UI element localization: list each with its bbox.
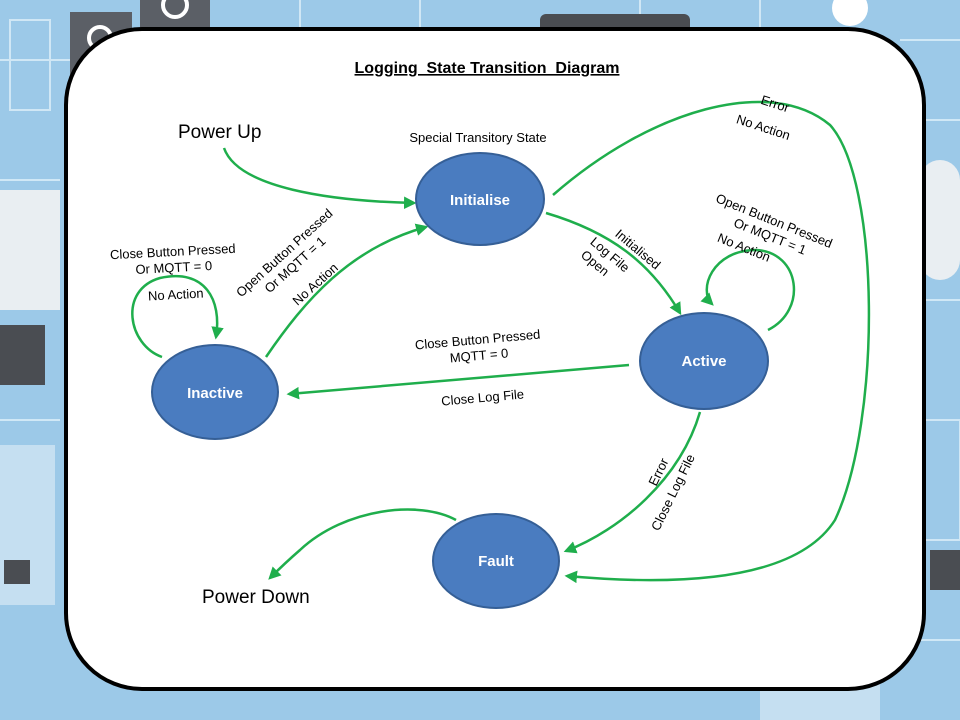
transition-label: Close Log File	[441, 386, 525, 408]
state-initialise: Initialise	[415, 152, 545, 246]
diagram-title: Logging State Transition Diagram	[355, 60, 620, 77]
state-fault-label: Fault	[478, 553, 514, 570]
state-inactive: Inactive	[151, 344, 279, 440]
transition-label: No Action	[148, 286, 204, 304]
state-active: Active	[639, 312, 769, 410]
state-fault: Fault	[432, 513, 560, 609]
transition-label: Error	[759, 92, 792, 115]
edge-fault-to-power-down	[268, 508, 457, 580]
edge-power-up-to-initialise	[222, 147, 417, 210]
state-active-label: Active	[681, 353, 726, 370]
edge-inactive-to-initialise	[264, 223, 429, 358]
edge-initialise-to-active	[545, 211, 682, 316]
power-up-label: Power Up	[178, 122, 261, 143]
transition-label: Close Button Pressed	[110, 241, 236, 263]
edge-active-to-fault	[563, 411, 702, 554]
initialise-note: Special Transitory State	[409, 130, 546, 145]
edge-active-self-loop	[700, 248, 796, 332]
power-down-label: Power Down	[202, 587, 310, 608]
edge-inactive-self-loop	[131, 275, 224, 359]
edge-active-to-inactive	[286, 363, 630, 400]
transition-label: Error	[645, 455, 671, 488]
transition-label: MQTT = 0	[449, 345, 509, 365]
transition-label: No Action	[735, 111, 793, 142]
transition-label: Or MQTT = 0	[135, 258, 212, 277]
state-inactive-label: Inactive	[187, 385, 243, 402]
edge-initialise-to-fault	[552, 100, 871, 584]
state-initialise-label: Initialise	[450, 192, 510, 209]
